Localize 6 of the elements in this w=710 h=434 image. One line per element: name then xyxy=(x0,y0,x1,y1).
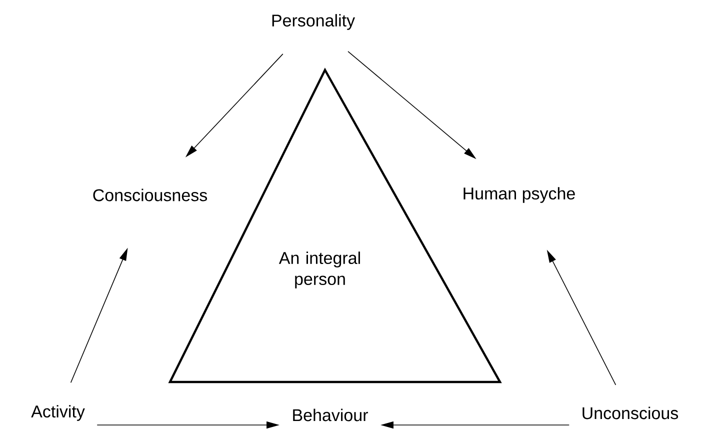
concept-label: Personality xyxy=(272,14,355,30)
concept-label: Behaviour xyxy=(293,408,368,422)
concept-label: Unconscious xyxy=(582,406,678,420)
concept-label: Consciousness xyxy=(93,188,208,202)
concept-label: Activity xyxy=(31,405,85,421)
concept-label: Human psyche xyxy=(464,187,575,203)
